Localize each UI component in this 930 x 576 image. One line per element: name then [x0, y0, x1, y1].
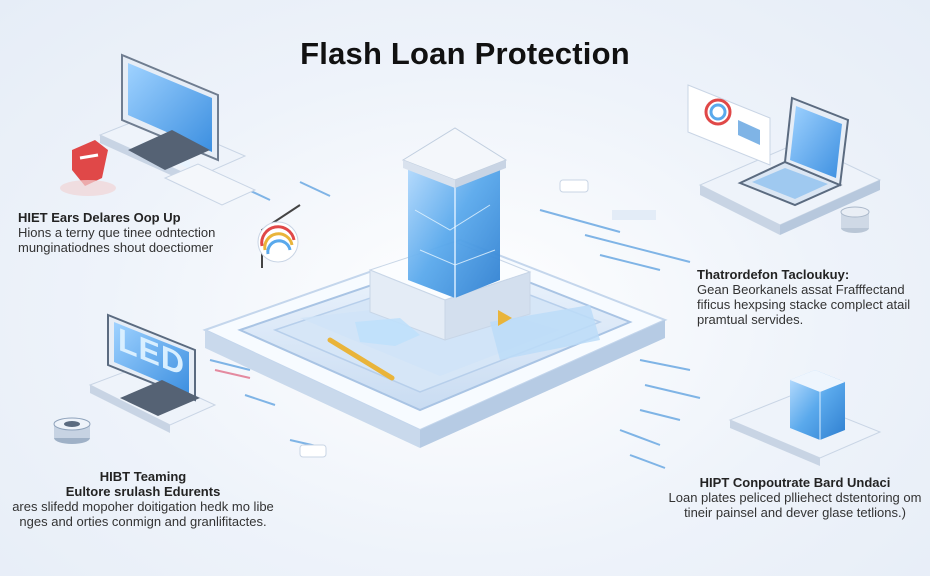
block-heading: HIBT Teaming: [99, 469, 187, 484]
server-bottom-right: [728, 370, 882, 466]
info-block-bottom-right: HIPT Conpoutrate Bard Undaci Loan plates…: [655, 475, 930, 521]
block-heading: Thatrordefon Tacloukuy:: [697, 267, 850, 282]
computer-bottom-left: [53, 313, 217, 444]
laptop-top-right: [687, 84, 882, 235]
computer-top-left: [98, 53, 257, 206]
block-line: pramtual servides.: [697, 311, 804, 327]
alert-shield: [60, 140, 116, 196]
block-line: ares slifedd mopoher doitigation hedk mo…: [12, 498, 274, 514]
block-line: munginatiodnes shout doectiomer: [18, 239, 214, 255]
info-block-right: Thatrordefon Tacloukuy: Gean Beorkanels …: [697, 267, 927, 328]
block-line: tineir painsel and dever glase tetlions.…: [684, 504, 906, 520]
block-line: fificus hexpsing stacke complect atail: [697, 296, 911, 312]
block-line: Hions a terny que tinee odntection: [18, 224, 216, 240]
rainbow-badge: [257, 221, 299, 263]
block-line: nges and orties conmign and granlifitact…: [19, 513, 267, 529]
info-block-top-left: HIET Ears Delares Oop Up Hions a terny q…: [18, 210, 268, 256]
block-heading: HIPT Conpoutrate Bard Undaci: [699, 475, 891, 490]
block-heading: HIET Ears Delares Oop Up: [18, 210, 181, 225]
glass-tower: [401, 127, 508, 298]
block-line: Loan plates peliced plliehect dstentorin…: [668, 489, 922, 505]
page-title: Flash Loan Protection: [300, 36, 630, 71]
info-block-bottom-left: HIBT Teaming Eultore srulash Edurents ar…: [2, 469, 284, 530]
block-subheading: Eultore srulash Edurents: [65, 483, 221, 499]
block-line: Gean Beorkanels assat Frafffectand: [697, 281, 905, 297]
